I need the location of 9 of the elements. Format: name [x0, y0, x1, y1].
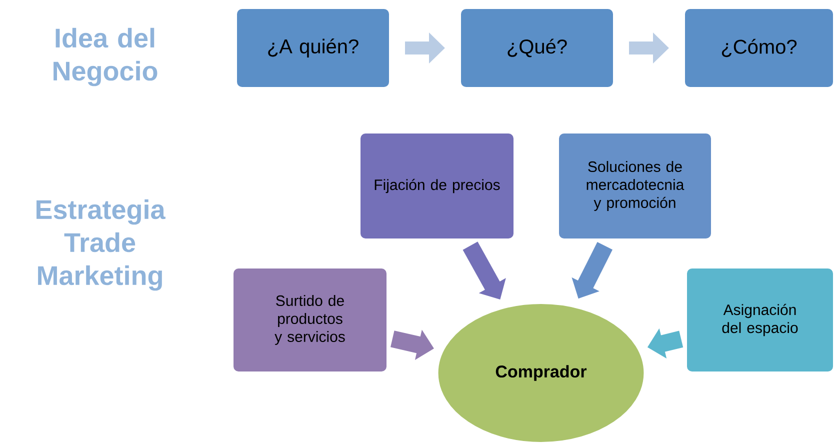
side-heading: Idea del Negocio	[54, 28, 158, 86]
process-box: Asignación del espacio	[685, 266, 835, 374]
process-box: ¿Cómo?	[683, 7, 835, 89]
process-box: Fijación de precios	[358, 132, 516, 240]
process-box: Surtido de productos y servicios	[232, 266, 388, 374]
side-heading: Estrategia Trade Marketing	[36, 199, 166, 291]
process-box: Soluciones de mercadotecnia y promoción	[557, 132, 713, 240]
process-box: ¿A quién?	[235, 7, 391, 89]
process-box: ¿Qué?	[459, 7, 615, 89]
